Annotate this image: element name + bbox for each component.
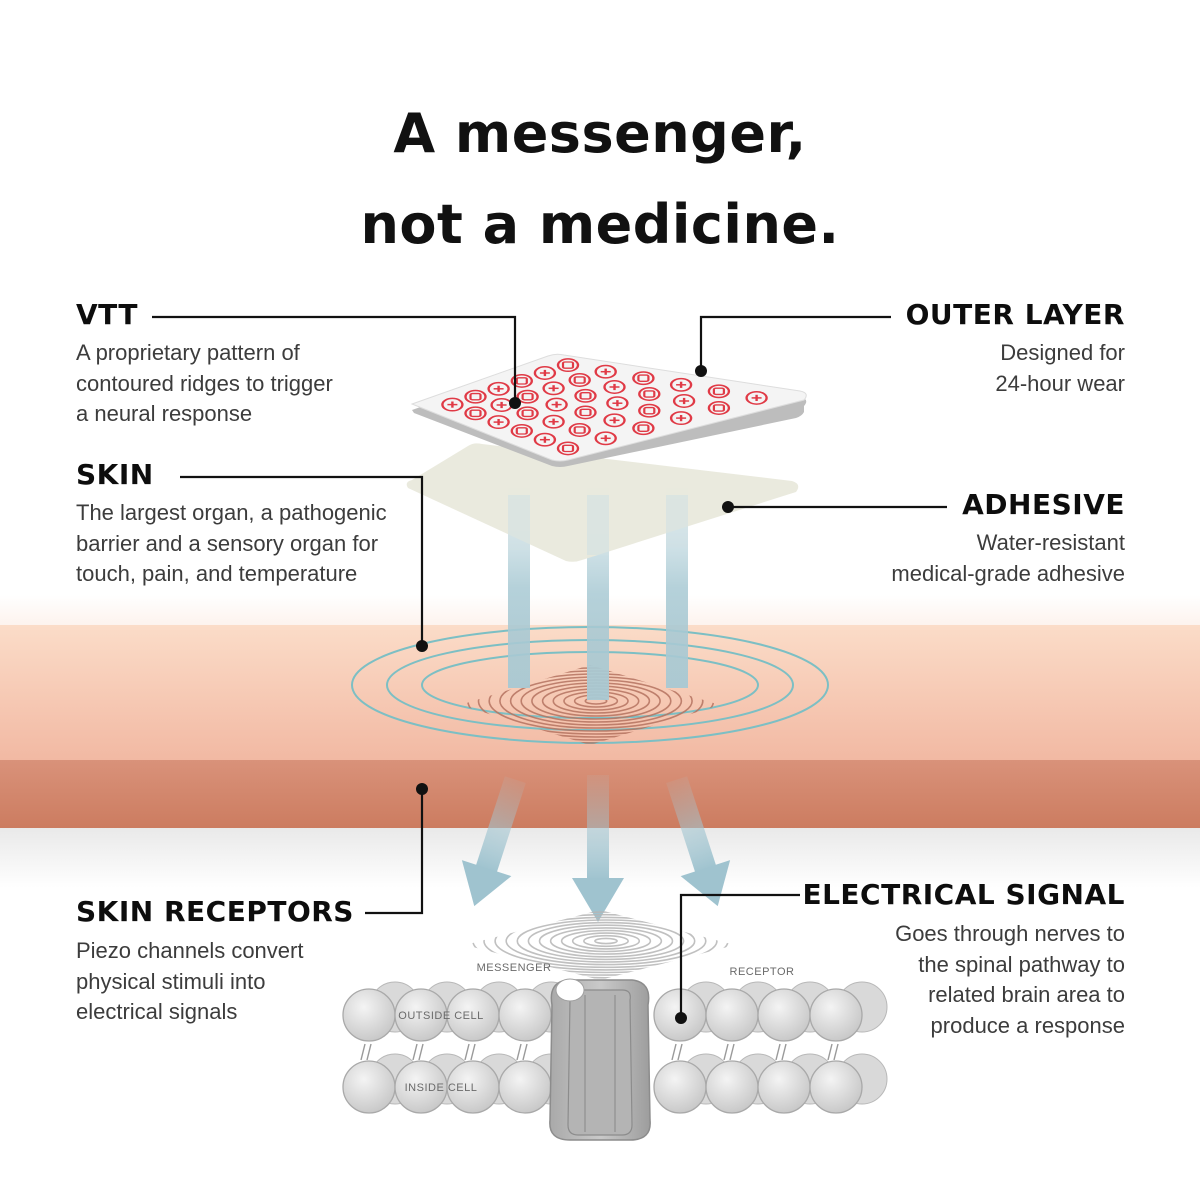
vtt-line: contoured ridges to trigger [76, 370, 333, 396]
outer-layer-heading: OUTER LAYER [905, 298, 1125, 331]
patch-plus-mark [745, 390, 768, 405]
patch-plus-mark [556, 358, 580, 373]
patch-plus-mark [568, 373, 591, 387]
adhesive-line: medical-grade adhesive [891, 560, 1125, 586]
patch-plus-mark [638, 403, 661, 418]
outside-cell-label: OUTSIDE CELL [398, 1010, 483, 1022]
patch-plus-mark [574, 405, 597, 420]
patch-plus-mark [638, 387, 661, 401]
patch-plus-mark [603, 413, 626, 428]
vtt-description: A proprietary pattern of contoured ridge… [76, 338, 333, 430]
outer-layer-description: Designed for 24-hour wear [995, 338, 1125, 399]
outer-layer-line: Designed for [1000, 340, 1125, 365]
skin-line: barrier and a sensory organ for [76, 530, 379, 556]
skin-receptors-description: Piezo channels convert physical stimuli … [76, 936, 303, 1028]
adhesive-heading: ADHESIVE [962, 488, 1125, 521]
skin-receptors-line: electrical signals [76, 999, 238, 1024]
receptor-label: RECEPTOR [730, 966, 795, 978]
adhesive-layer [406, 443, 799, 562]
page-title-line-1: A messenger, [393, 102, 807, 165]
outer-layer-line: 24-hour wear [995, 370, 1125, 396]
patch-plus-mark [510, 423, 533, 438]
patch-plus-mark [533, 432, 557, 447]
patch-plus-mark [556, 441, 580, 456]
outer-layer-patch [410, 353, 807, 467]
patch-plus-mark [464, 406, 487, 421]
patch-plus-mark [441, 397, 464, 412]
vtt-line: A proprietary pattern of [76, 340, 300, 365]
patch-plus-mark [669, 377, 693, 392]
patch-plus-mark [516, 406, 539, 421]
patch-plus-mark [464, 389, 487, 404]
patch-plus-mark [487, 415, 510, 430]
electrical-signal-heading: ELECTRICAL SIGNAL [802, 878, 1125, 911]
skin-receptors-line: Piezo channels convert [76, 938, 304, 963]
electrical-signal-line: related brain area to [928, 982, 1125, 1007]
skin-heading: SKIN [76, 458, 154, 491]
patch-plus-mark [632, 371, 655, 386]
patch-plus-mark [707, 401, 731, 415]
skin-line: The largest organ, a pathogenic [76, 500, 387, 525]
leader-lines [152, 315, 947, 1018]
patch-plus-mark [606, 396, 629, 411]
patch-plus-mark [669, 411, 693, 426]
patch-plus-mark [707, 384, 731, 399]
skin-description: The largest organ, a pathogenic barrier … [76, 498, 387, 590]
patch-plus-mark [533, 366, 557, 380]
inside-cell-label: INSIDE CELL [405, 1082, 478, 1094]
skin-receptors-line: physical stimuli into [76, 968, 266, 994]
electrical-signal-description: Goes through nerves to the spinal pathwa… [895, 919, 1125, 1041]
patch-plus-mark [672, 394, 696, 408]
adhesive-line: Water-resistant [976, 530, 1125, 555]
patch-plus-mark [568, 423, 591, 437]
patch-plus-mark [632, 421, 655, 436]
skin-receptors-heading: SKIN RECEPTORS [76, 895, 354, 928]
patch-pattern [441, 358, 768, 456]
leader-dots [416, 365, 734, 1024]
patch-plus-mark [574, 388, 597, 403]
patch-plus-mark [542, 381, 565, 396]
electrical-signal-line: Goes through nerves to [895, 921, 1125, 946]
patch-plus-mark [594, 364, 617, 379]
vtt-line: a neural response [76, 401, 253, 426]
vtt-heading: VTT [76, 298, 139, 331]
electrical-signal-line: the spinal pathway to [918, 951, 1125, 977]
patch-plus-mark [510, 373, 533, 388]
patch-plus-mark [594, 431, 617, 446]
messenger-label: MESSENGER [477, 962, 552, 974]
piezo-channel [549, 978, 651, 1141]
patch-plus-mark [603, 380, 626, 394]
skin-line: touch, pain, and temperature [76, 561, 358, 586]
patch-plus-mark [487, 381, 510, 396]
adhesive-description: Water-resistant medical-grade adhesive [891, 528, 1125, 589]
page-title-line-2: not a medicine. [360, 193, 840, 256]
patch-plus-mark [542, 414, 565, 429]
patch-plus-mark [516, 389, 539, 404]
electrical-signal-line: produce a response [930, 1012, 1125, 1038]
patch-plus-mark [545, 397, 568, 412]
